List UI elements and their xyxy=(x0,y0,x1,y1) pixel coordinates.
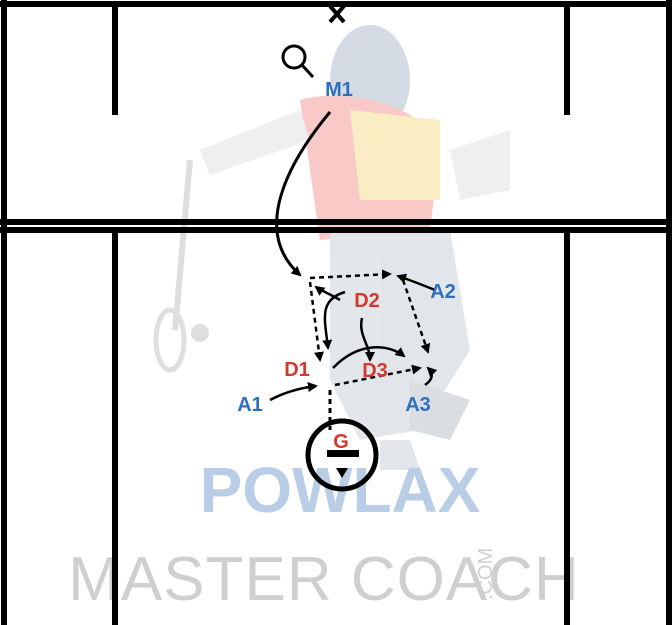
m1-dodge-path xyxy=(275,111,332,277)
a1-cut xyxy=(269,382,318,402)
watermark-master-coach: MASTER COACH xyxy=(68,545,579,614)
d2-recover xyxy=(314,285,341,302)
d2-slide-left xyxy=(322,290,346,350)
d1-rotate xyxy=(332,346,406,369)
player-a2: A2 xyxy=(430,281,456,303)
center-x-mark xyxy=(328,4,346,24)
movement-paths xyxy=(269,111,438,430)
player-d1: D1 xyxy=(284,359,310,381)
pass-top xyxy=(309,269,392,280)
player-a3: A3 xyxy=(405,394,431,416)
d2-slide-right xyxy=(359,317,375,362)
goal-icon xyxy=(305,418,379,492)
player-d2: D2 xyxy=(354,290,380,312)
player-m1: M1 xyxy=(325,79,353,101)
pass-right xyxy=(401,279,431,354)
player-a1: A1 xyxy=(237,394,263,416)
watermark-dotcom: .COM xyxy=(475,548,497,600)
ball-icon xyxy=(281,44,315,79)
pass-left xyxy=(308,281,324,362)
pass-bottom xyxy=(334,364,422,387)
a3-cut xyxy=(424,366,438,387)
player-d3: D3 xyxy=(362,360,388,382)
lacrosse-player-illustration xyxy=(153,25,510,470)
a2-cut xyxy=(396,273,436,292)
player-goalie: G xyxy=(333,431,349,453)
